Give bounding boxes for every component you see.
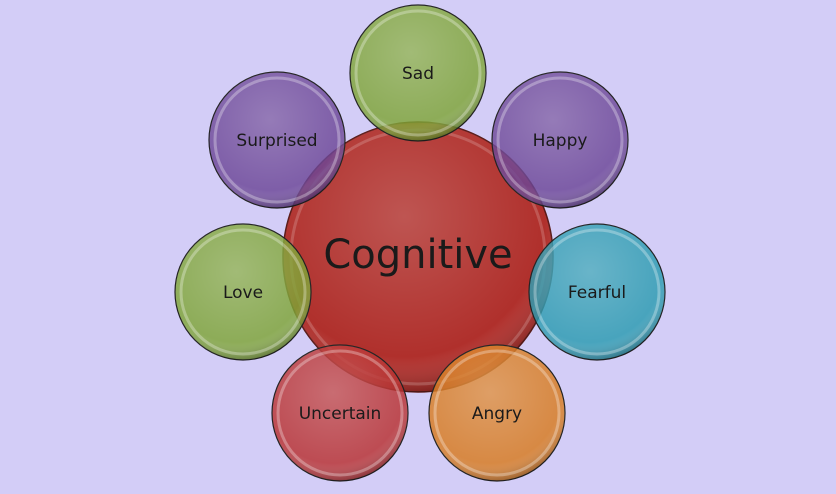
emotion-rim bbox=[496, 76, 624, 204]
emotion-shine bbox=[350, 5, 486, 141]
emotion-label: Fearful bbox=[568, 283, 626, 303]
emotion-rim bbox=[179, 228, 307, 356]
emotion-shine bbox=[175, 224, 311, 360]
center-label: Cognitive bbox=[323, 232, 512, 278]
emotion-shine bbox=[492, 72, 628, 208]
emotion-label: Surprised bbox=[236, 131, 317, 151]
emotion-shine bbox=[429, 345, 565, 481]
emotion-label: Love bbox=[223, 283, 263, 303]
emotion-shine bbox=[272, 345, 408, 481]
emotion-rim bbox=[276, 349, 404, 477]
emotion-node-fearful: Fearful bbox=[528, 223, 666, 361]
emotion-node-angry: Angry bbox=[428, 344, 566, 482]
emotion-label: Angry bbox=[472, 404, 522, 424]
emotion-rim bbox=[213, 76, 341, 204]
emotion-shine bbox=[529, 224, 665, 360]
emotion-node-sad: Sad bbox=[349, 4, 487, 142]
emotion-rim bbox=[354, 9, 482, 137]
emotion-label: Uncertain bbox=[299, 404, 382, 424]
emotion-node-love: Love bbox=[174, 223, 312, 361]
emotion-rim bbox=[433, 349, 561, 477]
emotion-node-happy: Happy bbox=[491, 71, 629, 209]
emotion-node-surprised: Surprised bbox=[208, 71, 346, 209]
center-shine bbox=[283, 122, 553, 392]
emotion-rim bbox=[533, 228, 661, 356]
emotion-label: Sad bbox=[402, 64, 434, 84]
emotion-label: Happy bbox=[533, 131, 588, 151]
emotion-shine bbox=[209, 72, 345, 208]
emotion-node-uncertain: Uncertain bbox=[271, 344, 409, 482]
